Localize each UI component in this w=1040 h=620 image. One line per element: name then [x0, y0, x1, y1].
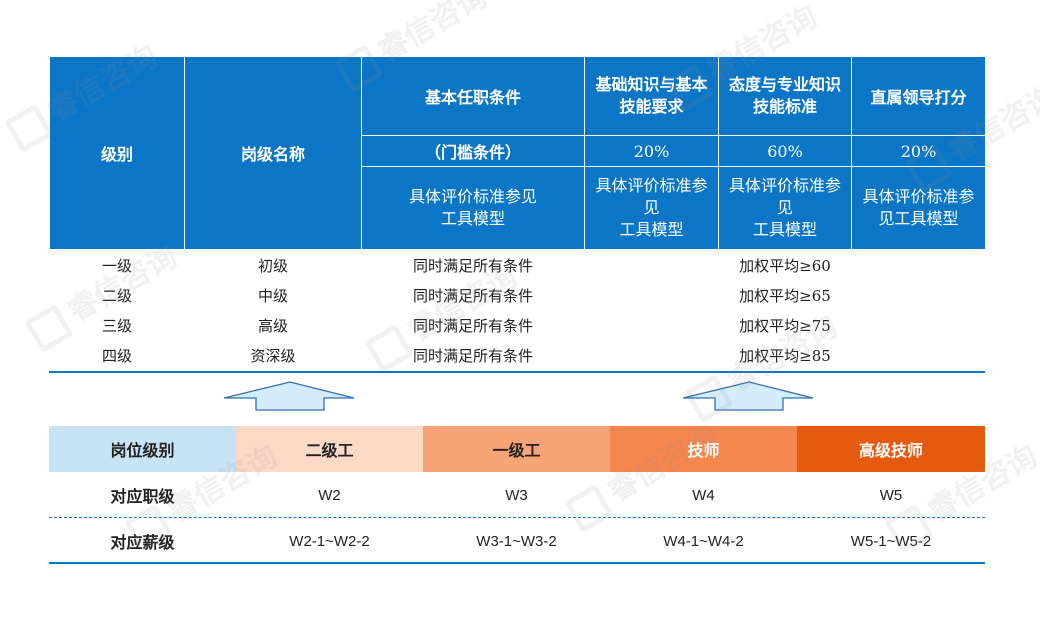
- position-level-band: 岗位级别 二级工 一级工 技师 高级技师: [49, 426, 985, 472]
- rank-value: W3: [505, 486, 528, 504]
- table-row: 四级 资深级 同时满足所有条件 加权平均≥85: [50, 340, 986, 370]
- rank-value: W5: [879, 486, 903, 504]
- table-row: 二级 中级 同时满足所有条件 加权平均≥65: [50, 280, 986, 310]
- attitude-weight: 60%: [718, 135, 852, 167]
- table-bottom-line: [49, 371, 985, 373]
- header-basic-conditions: 基本任职条件: [361, 56, 585, 136]
- rank-label: 对应职级: [110, 487, 175, 506]
- row-level: 二级: [101, 286, 132, 305]
- row-score: 加权平均≥60: [739, 256, 831, 275]
- row-name: 高级: [257, 316, 288, 335]
- leader-weight: 20%: [851, 135, 986, 167]
- qualification-table: 级别 岗级名称 基本任职条件 基础知识与基本 技能要求 态度与专业知识 技能标准…: [49, 56, 986, 370]
- row-basic: 同时满足所有条件: [412, 316, 533, 335]
- salary-row: 对应薪级 W2-1~W2-2 W3-1~W3-2 W4-1~W4-2 W5-1~…: [49, 518, 985, 564]
- up-arrow-icon: [224, 381, 355, 411]
- header-attitude: 态度与专业知识 技能标准: [718, 56, 852, 136]
- salary-label: 对应薪级: [110, 533, 175, 552]
- rank-value: W2: [318, 486, 341, 504]
- row-basic: 同时满足所有条件: [412, 286, 533, 305]
- band-level-2: 一级工: [423, 426, 610, 472]
- salary-value: W2-1~W2-2: [289, 532, 370, 550]
- knowledge-weight: 20%: [584, 135, 719, 167]
- salary-value: W3-1~W3-2: [476, 532, 557, 550]
- band-level-4: 高级技师: [797, 426, 985, 472]
- rank-row: 对应职级 W2 W3 W4 W5: [49, 472, 985, 518]
- row-name: 中级: [257, 286, 288, 305]
- row-score: 加权平均≥75: [739, 316, 831, 335]
- row-name: 资深级: [250, 346, 296, 365]
- row-basic: 同时满足所有条件: [412, 256, 533, 275]
- table-row: 三级 高级 同时满足所有条件 加权平均≥75: [50, 310, 986, 340]
- band-level-3: 技师: [610, 426, 797, 472]
- row-name: 初级: [257, 256, 288, 275]
- table-row: 一级 初级 同时满足所有条件 加权平均≥60: [50, 250, 986, 281]
- attitude-reference: 具体评价标准参 见 工具模型: [718, 166, 852, 250]
- header-threshold: （门槛条件）: [361, 135, 585, 167]
- row-level: 四级: [101, 346, 132, 365]
- header-level: 级别: [49, 56, 185, 250]
- row-score: 加权平均≥65: [739, 286, 831, 305]
- up-arrow-icon: [683, 381, 814, 411]
- row-level: 三级: [101, 316, 132, 335]
- header-leader-score: 直属领导打分: [851, 56, 986, 136]
- salary-value: W5-1~W5-2: [850, 532, 932, 550]
- knowledge-reference: 具体评价标准参 见 工具模型: [584, 166, 719, 250]
- band-label: 岗位级别: [49, 426, 236, 472]
- row-basic: 同时满足所有条件: [412, 346, 533, 365]
- band-level-1: 二级工: [236, 426, 423, 472]
- salary-value: W4-1~W4-2: [663, 532, 744, 550]
- leader-reference: 具体评价标准参 见工具模型: [851, 166, 986, 250]
- basic-reference: 具体评价标准参见 工具模型: [361, 166, 585, 250]
- header-knowledge: 基础知识与基本 技能要求: [584, 56, 719, 136]
- row-level: 一级: [101, 256, 132, 275]
- row-score: 加权平均≥85: [739, 346, 831, 365]
- rank-value: W4: [692, 486, 715, 504]
- row-divider: [49, 517, 985, 518]
- bottom-line: [49, 562, 985, 564]
- header-position-name: 岗级名称: [184, 56, 362, 250]
